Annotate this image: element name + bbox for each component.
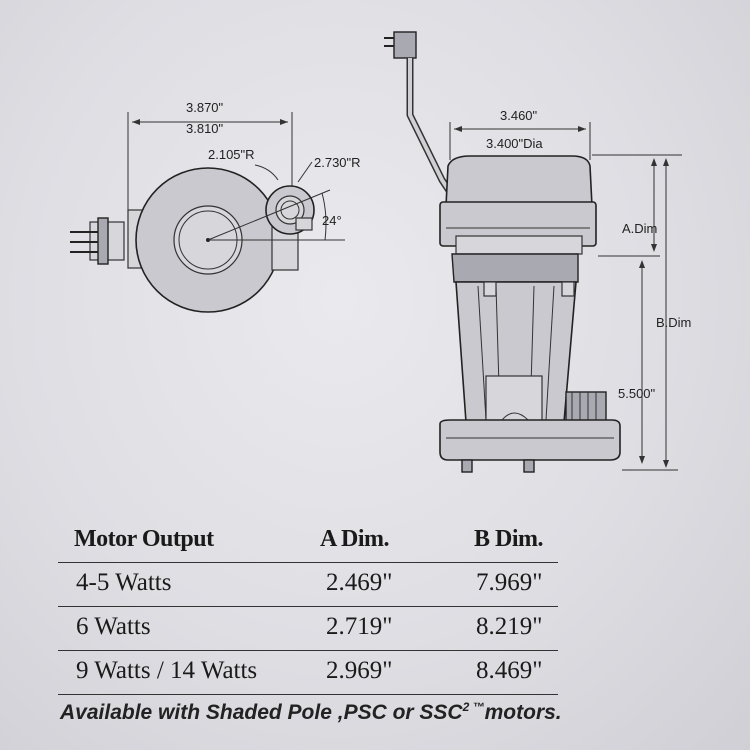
radius-large-label: 2.730"R bbox=[314, 155, 361, 170]
header-b-dim: B Dim. bbox=[474, 526, 544, 552]
table-row: 4-5 Watts 2.469" 7.969" bbox=[58, 562, 558, 606]
b-dim-label: B.Dim bbox=[656, 315, 691, 330]
cell-motor-output: 6 Watts bbox=[76, 613, 151, 640]
table-row: 6 Watts 2.719" 8.219" bbox=[58, 606, 558, 650]
cell-motor-output: 4-5 Watts bbox=[76, 569, 172, 596]
note-suffix: motors. bbox=[484, 701, 562, 724]
top-dia-label: 3.400"Dia bbox=[486, 136, 543, 151]
a-dim-label: A.Dim bbox=[622, 221, 657, 236]
cell-motor-output: 9 Watts / 14 Watts bbox=[76, 657, 258, 684]
cell-b-dim: 7.969" bbox=[476, 569, 543, 596]
top-width-label: 3.460" bbox=[500, 108, 538, 123]
side-view: 3.460" 3.400"Dia bbox=[384, 31, 691, 473]
cell-b-dim: 8.469" bbox=[476, 657, 543, 684]
header-motor-output: Motor Output bbox=[74, 526, 214, 552]
note-superscript: 2 ™ bbox=[462, 700, 485, 714]
cell-a-dim: 2.469" bbox=[326, 569, 393, 596]
note-prefix: Available with Shaded Pole ,PSC or SSC bbox=[60, 701, 463, 724]
width-inner-label: 3.810" bbox=[186, 121, 224, 136]
table-header: Motor Output A Dim. B Dim. bbox=[58, 522, 558, 562]
spec-table: Motor Output A Dim. B Dim. 4-5 Watts 2.4… bbox=[58, 522, 558, 695]
cell-a-dim: 2.969" bbox=[326, 657, 393, 684]
cell-a-dim: 2.719" bbox=[326, 613, 393, 640]
cell-b-dim: 8.219" bbox=[476, 613, 543, 640]
table-row: 9 Watts / 14 Watts 2.969" 8.469" bbox=[58, 650, 558, 695]
width-outer-label: 3.870" bbox=[186, 100, 224, 115]
radius-small-label: 2.105"R bbox=[208, 147, 255, 162]
top-view: 3.870" 3.810" 2.105"R 2.730"R 24° bbox=[70, 100, 361, 313]
availability-note: Available with Shaded Pole ,PSC or SSC2 … bbox=[60, 700, 700, 725]
pump-dimension-diagram: 3.870" 3.810" 2.105"R 2.730"R 24° bbox=[70, 31, 691, 473]
angle-label: 24° bbox=[322, 213, 342, 228]
height-label: 5.500" bbox=[618, 386, 656, 401]
header-a-dim: A Dim. bbox=[320, 526, 390, 552]
